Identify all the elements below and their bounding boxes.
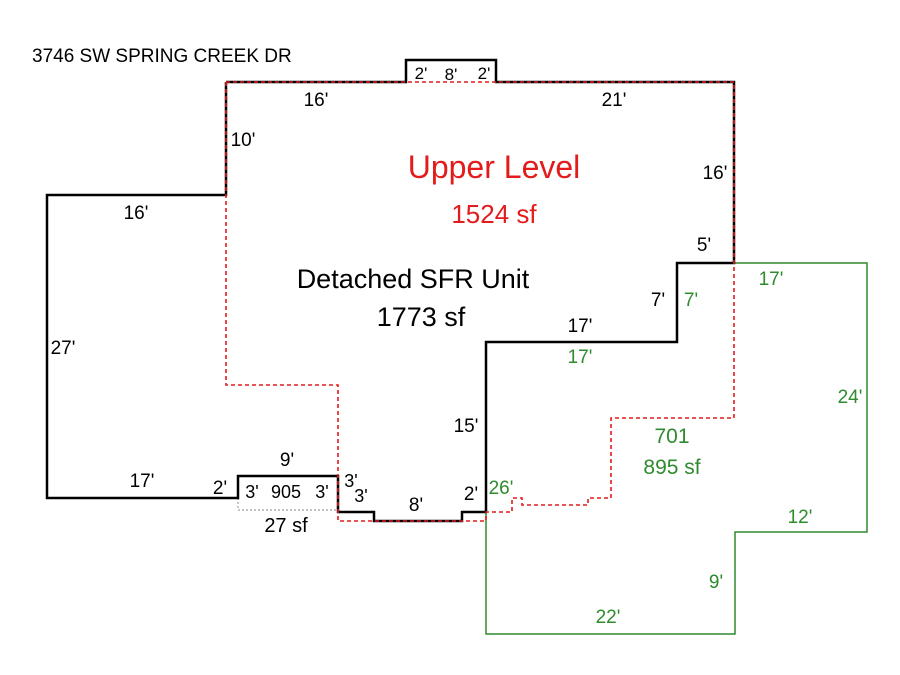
dim-wing-left: 27'	[51, 338, 76, 359]
dim-garage-notch-vertical: 9'	[709, 572, 723, 593]
dim-bump-right: 2'	[478, 64, 491, 83]
dim-bump-mid: 8'	[445, 65, 458, 84]
small-area-dotted-outline	[237, 498, 338, 511]
address-label: 3746 SW SPRING CREEK DR	[32, 46, 292, 67]
dim-garage-left: 26'	[489, 478, 514, 499]
dim-step-small: 5'	[697, 235, 711, 256]
dim-left-upper: 10'	[231, 130, 256, 151]
dim-garage-bottom: 22'	[596, 607, 621, 628]
dim-step-vertical: 7'	[651, 290, 665, 311]
small-area-area: 27 sf	[264, 515, 308, 537]
main-unit-title: Detached SFR Unit	[297, 264, 530, 294]
garage-area: 895 sf	[643, 456, 700, 479]
dim-bottom-left: 3'	[354, 486, 367, 506]
dim-small-top: 9'	[280, 450, 294, 471]
dim-small-left: 3'	[245, 482, 258, 502]
main-unit-outline	[45, 58, 736, 523]
upper-level-title: Upper Level	[408, 149, 581, 185]
garage-code: 701	[654, 425, 689, 448]
dim-step: 2'	[213, 478, 227, 499]
dim-bump-left: 2'	[415, 64, 428, 83]
dim-bottom-mid: 8'	[409, 495, 423, 516]
main-unit-area: 1773 sf	[377, 302, 466, 332]
dim-garage-right: 24'	[838, 387, 863, 408]
dim-garage-inner-horizontal: 17'	[568, 347, 593, 368]
upper-level-outline	[225, 81, 735, 522]
dim-garage-top: 17'	[759, 269, 784, 290]
garage-outline	[485, 262, 868, 635]
dim-step-horizontal: 17'	[568, 316, 593, 337]
upper-level-area: 1524 sf	[451, 199, 537, 229]
dim-wing-bottom: 17'	[130, 471, 155, 492]
dim-mid-wall: 15'	[454, 416, 479, 437]
dim-small-side: 3'	[344, 471, 357, 491]
dim-top-left: 16'	[304, 90, 329, 111]
dim-garage-inner-vertical: 7'	[684, 290, 698, 311]
dim-small-right: 3'	[315, 482, 328, 502]
dim-right-upper: 16'	[703, 163, 728, 184]
dim-garage-notch-horizontal: 12'	[788, 507, 813, 528]
dim-bottom-right: 2'	[464, 484, 478, 505]
dim-wing-top: 16'	[124, 203, 149, 224]
small-area-code: 905	[271, 482, 301, 502]
dim-top-right: 21'	[602, 90, 627, 111]
